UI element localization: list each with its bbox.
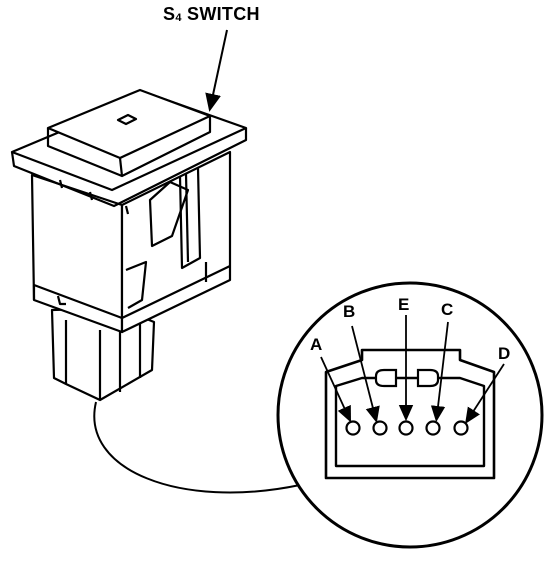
- pin-e: [398, 420, 414, 436]
- pin-label-a: A: [310, 335, 323, 354]
- connector-detail: [276, 281, 544, 549]
- pin-a-leader: [320, 356, 351, 423]
- pin-label-e: E: [398, 295, 410, 314]
- pin-a: [345, 420, 361, 436]
- pin-label-d: D: [498, 344, 511, 363]
- diagram-title: S4 SWITCH: [163, 4, 260, 24]
- pin-c: [425, 420, 441, 436]
- connector-leader-curve: [93, 401, 301, 494]
- pin-leader-arrows: [320, 315, 505, 425]
- title-leader-arrow: [205, 29, 228, 112]
- pin-c-leader: [430, 321, 449, 423]
- pin-d: [453, 420, 469, 436]
- switch-body: [10, 88, 248, 402]
- pin-d-leader: [465, 363, 505, 425]
- pin-b: [372, 420, 388, 436]
- pin-b-leader: [351, 325, 380, 423]
- pin-label-b: B: [343, 302, 356, 321]
- pin-label-c: C: [441, 300, 454, 319]
